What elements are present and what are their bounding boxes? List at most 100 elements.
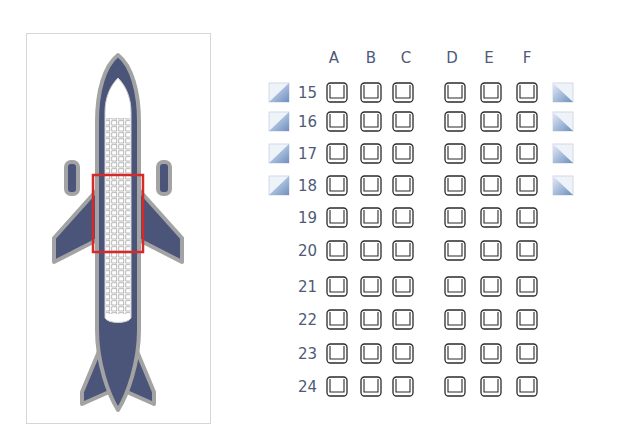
seat-outline <box>517 176 537 195</box>
seat-cushion <box>448 379 462 392</box>
seat-icon <box>327 208 347 227</box>
seat-icon <box>393 310 413 329</box>
seat-outline <box>361 176 381 195</box>
seat-icon <box>481 176 501 195</box>
seat-cushion <box>448 178 462 191</box>
window-icon <box>269 83 289 102</box>
seat-cushion <box>520 178 534 191</box>
seat-cushion <box>484 210 498 223</box>
seat-cushion <box>484 146 498 159</box>
seat-outline <box>517 208 537 227</box>
seat-icon <box>327 112 347 131</box>
seat-icon <box>445 344 465 363</box>
seat-cushion <box>364 312 378 325</box>
seat-outline <box>517 83 537 102</box>
seat-icon <box>361 208 381 227</box>
seat-cushion <box>364 114 378 127</box>
seat-cushion <box>396 379 410 392</box>
seat-cushion <box>484 114 498 127</box>
seat-cushion <box>520 85 534 98</box>
row-number: 15 <box>298 86 317 101</box>
seat-icon <box>361 310 381 329</box>
seat-cushion <box>520 312 534 325</box>
seat-outline <box>361 277 381 296</box>
seat-cushion <box>330 243 344 256</box>
column-letter: E <box>484 51 493 66</box>
seat-icon <box>393 377 413 396</box>
window-icon <box>553 144 573 163</box>
seat-icon <box>517 377 537 396</box>
window-icon <box>553 112 573 131</box>
seat-outline <box>517 241 537 260</box>
seat-icon <box>327 241 347 260</box>
seat-icon <box>517 83 537 102</box>
seat-icon <box>361 344 381 363</box>
seat-icon <box>481 377 501 396</box>
window-shade <box>553 144 573 163</box>
window-icon <box>269 176 289 195</box>
seat-cushion <box>520 146 534 159</box>
seat-outline <box>517 310 537 329</box>
seat-outline <box>481 377 501 396</box>
right-engine <box>158 162 170 194</box>
seat-outline <box>393 377 413 396</box>
seat-cushion <box>520 279 534 292</box>
seat-outline <box>327 277 347 296</box>
seat-outline <box>517 144 537 163</box>
seat-outline <box>327 310 347 329</box>
seat-icon <box>361 241 381 260</box>
seat-outline <box>481 241 501 260</box>
seat-icon <box>445 241 465 260</box>
seat-cushion <box>396 178 410 191</box>
seat-cushion <box>520 114 534 127</box>
seat-outline <box>481 83 501 102</box>
row-number: 17 <box>298 147 317 162</box>
seat-cushion <box>396 114 410 127</box>
seat-cushion <box>448 243 462 256</box>
seat-cushion <box>484 243 498 256</box>
seat-icon <box>393 83 413 102</box>
seat-icon <box>445 310 465 329</box>
seat-outline <box>517 112 537 131</box>
seat-outline <box>517 277 537 296</box>
seat-cushion <box>364 85 378 98</box>
seat-cushion <box>330 279 344 292</box>
seat-cushion <box>364 146 378 159</box>
seat-icon <box>517 176 537 195</box>
seat-icon <box>361 83 381 102</box>
seat-outline <box>361 144 381 163</box>
seat-icon <box>517 241 537 260</box>
column-letter: D <box>446 51 458 66</box>
seat-outline <box>327 144 347 163</box>
seat-outline <box>327 208 347 227</box>
seat-outline <box>361 344 381 363</box>
seat-outline <box>327 112 347 131</box>
window-shade <box>553 83 573 102</box>
seat-outline <box>445 344 465 363</box>
seat-outline <box>327 83 347 102</box>
seat-cushion <box>448 114 462 127</box>
seat-cushion <box>520 243 534 256</box>
seat-icon <box>481 144 501 163</box>
seat-cushion <box>364 279 378 292</box>
seat-cushion <box>396 243 410 256</box>
seat-outline <box>393 112 413 131</box>
seat-outline <box>445 144 465 163</box>
seat-cushion <box>330 312 344 325</box>
window-shade <box>269 176 289 195</box>
fuselage <box>97 55 139 410</box>
seat-icon <box>393 277 413 296</box>
seat-cushion <box>364 210 378 223</box>
seat-icon <box>361 144 381 163</box>
seat-outline <box>393 344 413 363</box>
seat-icon <box>481 112 501 131</box>
seat-outline <box>517 344 537 363</box>
seat-icon <box>361 112 381 131</box>
seat-outline <box>361 377 381 396</box>
left-engine <box>66 162 78 194</box>
column-letter: B <box>366 51 376 66</box>
seat-icon <box>445 277 465 296</box>
row-number: 21 <box>298 280 317 295</box>
seat-cushion <box>330 114 344 127</box>
seat-cushion <box>520 210 534 223</box>
